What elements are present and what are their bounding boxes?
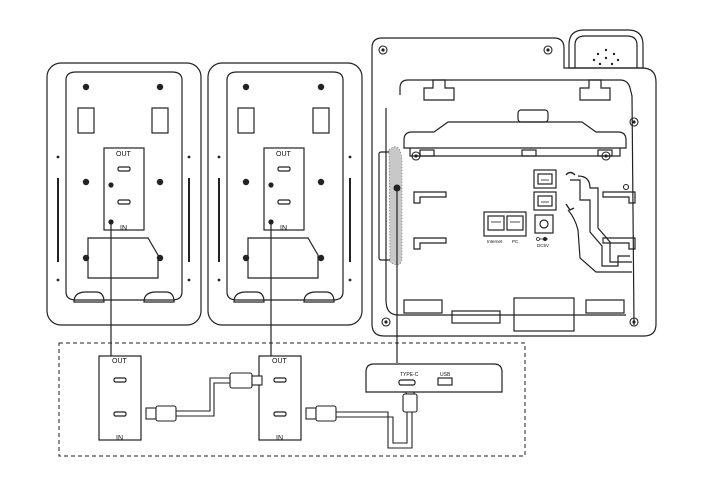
key-slot-left-2 (413, 237, 447, 250)
hub-usb-label: USB (440, 372, 451, 378)
port-pc-label: PC (512, 239, 519, 244)
port-headset-inner (537, 195, 553, 207)
rear-foot-right (585, 299, 625, 314)
port-headset (533, 191, 557, 211)
connector-2-port-in (273, 411, 287, 417)
module-1-outer-frame (46, 62, 202, 326)
port-handset (533, 169, 557, 189)
foot-pad-2 (521, 149, 537, 157)
connector-1-port-in (113, 411, 127, 417)
cable-2-plug-left-tip (305, 407, 317, 420)
module-2-slot-left (237, 107, 255, 134)
usb-port-highlight (388, 146, 403, 266)
module-2-port-panel (263, 147, 305, 231)
connector-1-port-out (113, 377, 127, 383)
cable-channel-a (570, 179, 630, 267)
cable-1-plug-right (229, 372, 253, 389)
module-1-screws (56, 83, 191, 282)
detail-box (58, 342, 526, 457)
phone-stand-outline (399, 79, 635, 326)
handset-port-icon (565, 171, 576, 176)
cable-1-plug-right-tip (251, 375, 263, 386)
port-power (534, 214, 554, 234)
module-1-foot-left (73, 291, 105, 303)
expansion-module-1 (46, 62, 202, 326)
module-1-stand-recess (87, 237, 159, 279)
connector-2-port-out (273, 377, 287, 383)
module-1-port-in (117, 199, 131, 205)
ethernet-pins (491, 179, 549, 223)
module-1-slot-right (151, 107, 169, 134)
top-slot (517, 109, 549, 123)
module-2-foot-left (233, 291, 265, 303)
phone-stand-inner (385, 108, 626, 316)
port-block-ethernet (483, 211, 527, 237)
port-power-jack (539, 219, 549, 229)
connector-1-out-label: OUT (112, 358, 128, 365)
cable-1-plug-left-tip (145, 407, 157, 420)
cable-channel-b (577, 175, 632, 263)
hook-tab-left (423, 79, 455, 101)
port-handset-inner (537, 173, 553, 185)
cable-2-plug-top (402, 393, 418, 413)
module-2-in-label: IN (280, 225, 287, 232)
cable-channel-c (567, 209, 632, 273)
module-2-stand-recess (247, 237, 319, 279)
module-2-foot-right (303, 291, 335, 303)
port-internet (487, 215, 505, 231)
usb-cable-2 (305, 385, 418, 449)
handset (568, 29, 644, 69)
module-2-out-label: OUT (276, 151, 292, 158)
module-1-port-out (117, 166, 131, 172)
stand-foot-bar-lower (409, 148, 621, 157)
power-polarity-icon (536, 236, 548, 241)
label-slot (451, 310, 501, 324)
connector-panel-2 (258, 355, 302, 441)
port-internet-label: Internet (487, 239, 503, 244)
connector-2-in-label: IN (276, 435, 283, 442)
module-1-in-label: IN (120, 225, 127, 232)
port-pc (506, 215, 524, 231)
module-1-port-panel (103, 147, 145, 231)
module-1-foot-right (143, 291, 175, 303)
module-2-outer-frame (207, 62, 363, 326)
module-2-screws (217, 83, 352, 282)
battery-cover (513, 297, 575, 332)
handset-grill (592, 48, 620, 66)
module-2-slot-right (312, 107, 330, 134)
expansion-module-2 (207, 62, 363, 326)
stand-foot-bar (403, 121, 627, 149)
phone-screw-holes (378, 45, 639, 327)
phone-screw-dots (381, 48, 636, 324)
key-slot-right-2 (602, 237, 636, 250)
cable-2-plug-left (315, 405, 337, 422)
module-1-inner-frame (65, 71, 183, 301)
connector-2-out-label: OUT (272, 358, 288, 365)
module-1-out-label: OUT (116, 151, 132, 158)
module-2-port-in (277, 199, 291, 205)
hub-typec-label: TYPE-C (400, 372, 419, 378)
key-slot-right-1 (602, 191, 636, 204)
connector-1-in-label: IN (116, 435, 123, 442)
rear-foot-left (403, 299, 443, 314)
module-1-slot-left (77, 107, 95, 134)
hub-typec-port (398, 379, 416, 386)
hub-usb-port (437, 377, 453, 386)
port-power-label: DC5V (537, 243, 549, 248)
key-slot-left-1 (413, 191, 447, 204)
headset-port-icon (565, 203, 575, 211)
ip-phone-back (371, 29, 657, 337)
cable-1-plug-left (155, 405, 177, 422)
module-2-port-out (277, 166, 291, 172)
phone-usb-hub (365, 363, 503, 393)
handset-inner (574, 35, 638, 68)
foot-pad-1 (419, 149, 435, 157)
connector-panel-1 (98, 355, 142, 441)
module-2-inner-frame (226, 71, 344, 301)
usb-cable-1 (145, 372, 263, 422)
phone-body (371, 37, 657, 337)
hook-tab-right (579, 79, 611, 101)
